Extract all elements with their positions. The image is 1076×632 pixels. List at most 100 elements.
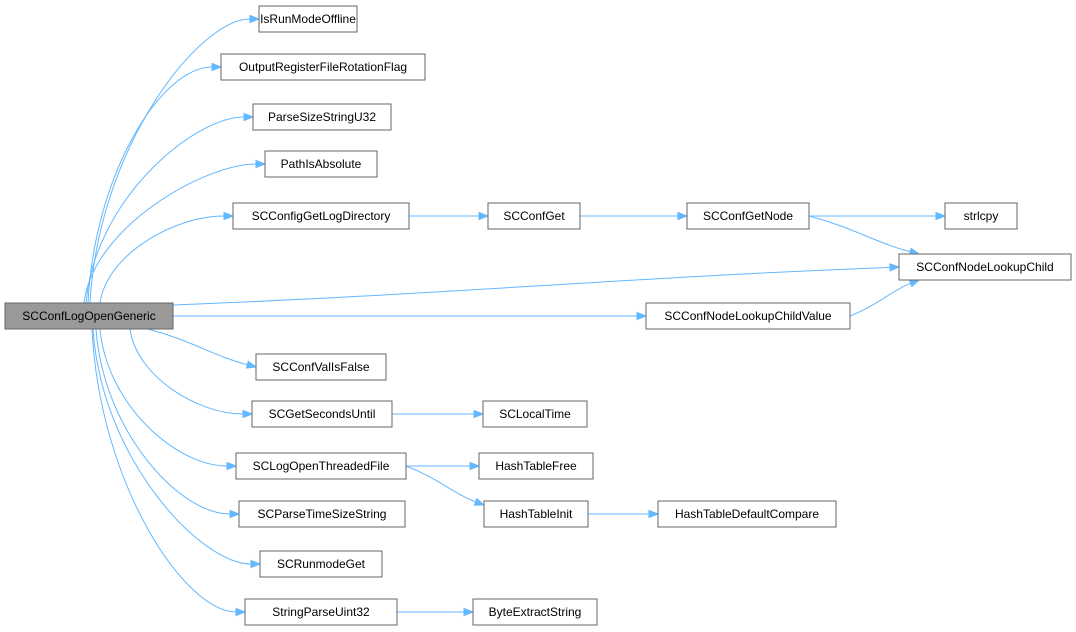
node-string-parse-uint32[interactable]: StringParseUint32 [244, 598, 398, 626]
node-box [252, 103, 392, 131]
edge-root-to-n11 [147, 328, 258, 369]
arrowhead [226, 461, 238, 471]
node-hash-table-default-compare[interactable]: HashTableDefaultCompare [657, 500, 837, 528]
edge-line [95, 328, 231, 515]
edge-root-to-n3 [85, 112, 255, 304]
arrowhead [229, 509, 241, 519]
arrowhead [677, 211, 689, 221]
arrowhead [249, 14, 261, 24]
edge-line [147, 328, 248, 366]
edge-line [83, 163, 257, 304]
node-label: HashTableFree [495, 459, 577, 473]
arrowhead [250, 559, 262, 569]
edge-root-to-n19 [92, 328, 262, 569]
node-sc-conf-get-node[interactable]: SCConfGetNode [686, 202, 810, 230]
node-sc-log-open-threaded-file[interactable]: SCLogOpenThreadedFile [235, 452, 407, 480]
edge-root-to-n18 [95, 328, 241, 519]
edge-root-to-n5 [99, 211, 235, 304]
edge-n20-to-n21 [397, 607, 475, 617]
arrowhead [473, 409, 485, 419]
node-box [482, 400, 588, 428]
edge-line [92, 328, 252, 565]
arrowhead [908, 279, 921, 288]
edge-n6-to-n7 [579, 211, 689, 221]
node-sc-conf-val-is-false[interactable]: SCConfValIsFalse [255, 353, 387, 381]
edge-line [99, 328, 228, 467]
node-strlcpy[interactable]: strlcpy [944, 202, 1018, 230]
edge-n14-to-n16 [405, 465, 486, 506]
node-parse-size-string-u32[interactable]: ParseSizeStringU32 [252, 103, 392, 131]
node-box [238, 500, 406, 528]
edge-root-to-n14 [99, 328, 238, 471]
node-label: ParseSizeStringU32 [268, 110, 376, 124]
node-label: OutputRegisterFileRotationFlag [239, 60, 407, 74]
edge-root-to-n12 [129, 328, 254, 419]
arrowhead [245, 360, 258, 369]
edge-root-to-n1 [89, 14, 261, 304]
node-is-run-mode-offline[interactable]: IsRunModeOffline [258, 5, 358, 33]
node-box [478, 452, 594, 480]
node-box [686, 202, 810, 230]
node-sc-runmode-get[interactable]: SCRunmodeGet [259, 550, 383, 578]
edge-line [85, 116, 245, 304]
node-label: IsRunModeOffline [260, 12, 356, 26]
node-sc-conf-log-open-generic[interactable]: SCConfLogOpenGeneric [4, 302, 174, 330]
node-box [657, 500, 837, 528]
edge-line [172, 266, 891, 306]
node-box [259, 550, 383, 578]
node-label: SCParseTimeSizeString [258, 507, 387, 521]
node-sc-local-time[interactable]: SCLocalTime [482, 400, 588, 428]
edge-n7-to-n8 [808, 211, 947, 221]
edge-line [99, 215, 225, 304]
node-box [255, 353, 387, 381]
edge-n7-to-n9 [808, 215, 921, 256]
node-box [483, 500, 589, 528]
node-output-register-file-rotation-flag[interactable]: OutputRegisterFileRotationFlag [220, 53, 426, 81]
node-path-is-absolute[interactable]: PathIsAbsolute [264, 150, 378, 178]
node-sc-parse-time-size-string[interactable]: SCParseTimeSizeString [238, 500, 406, 528]
node-sc-get-seconds-until[interactable]: SCGetSecondsUntil [251, 400, 393, 428]
node-label: SCConfLogOpenGeneric [22, 309, 155, 323]
node-label: SCConfNodeLookupChildValue [664, 309, 832, 323]
node-sc-conf-node-lookup-child[interactable]: SCConfNodeLookupChild [898, 253, 1072, 281]
node-sc-conf-node-lookup-child-value[interactable]: SCConfNodeLookupChildValue [645, 302, 851, 330]
arrowhead [463, 607, 475, 617]
edge-n16-to-n17 [587, 509, 660, 519]
arrowhead [636, 311, 648, 321]
node-label: SCConfGet [503, 209, 565, 223]
arrowhead [889, 263, 901, 272]
node-sc-conf-get[interactable]: SCConfGet [487, 202, 581, 230]
node-label: strlcpy [964, 209, 999, 223]
node-label: PathIsAbsolute [281, 157, 362, 171]
edge-n14-to-n15 [406, 461, 481, 471]
edge-line [849, 282, 911, 317]
arrowhead [243, 112, 255, 122]
node-label: HashTableDefaultCompare [675, 507, 819, 521]
node-box [244, 598, 398, 626]
node-hash-table-free[interactable]: HashTableFree [478, 452, 594, 480]
edge-line [91, 328, 237, 613]
edge-root-to-n10 [172, 311, 648, 321]
node-box [472, 598, 598, 626]
edge-n5-to-n6 [408, 211, 490, 221]
node-label: SCConfigGetLogDirectory [252, 209, 391, 223]
node-label: SCRunmodeGet [277, 557, 366, 571]
nodes-layer: SCConfLogOpenGeneric IsRunModeOfflineOutp… [4, 5, 1072, 626]
node-byte-extract-string[interactable]: ByteExtractString [472, 598, 598, 626]
node-box [232, 202, 410, 230]
node-box [235, 452, 407, 480]
edge-n12-to-n13 [391, 409, 485, 419]
node-box [898, 253, 1072, 281]
arrowhead [473, 497, 486, 506]
node-box [645, 302, 851, 330]
node-box [220, 53, 426, 81]
edge-line [89, 18, 251, 304]
node-hash-table-init[interactable]: HashTableInit [483, 500, 589, 528]
edges-layer [83, 14, 947, 617]
node-box [251, 400, 393, 428]
edge-root-to-n2 [87, 62, 223, 304]
node-sc-config-get-log-directory[interactable]: SCConfigGetLogDirectory [232, 202, 410, 230]
arrowhead [255, 159, 267, 169]
node-label: ByteExtractString [489, 605, 582, 619]
